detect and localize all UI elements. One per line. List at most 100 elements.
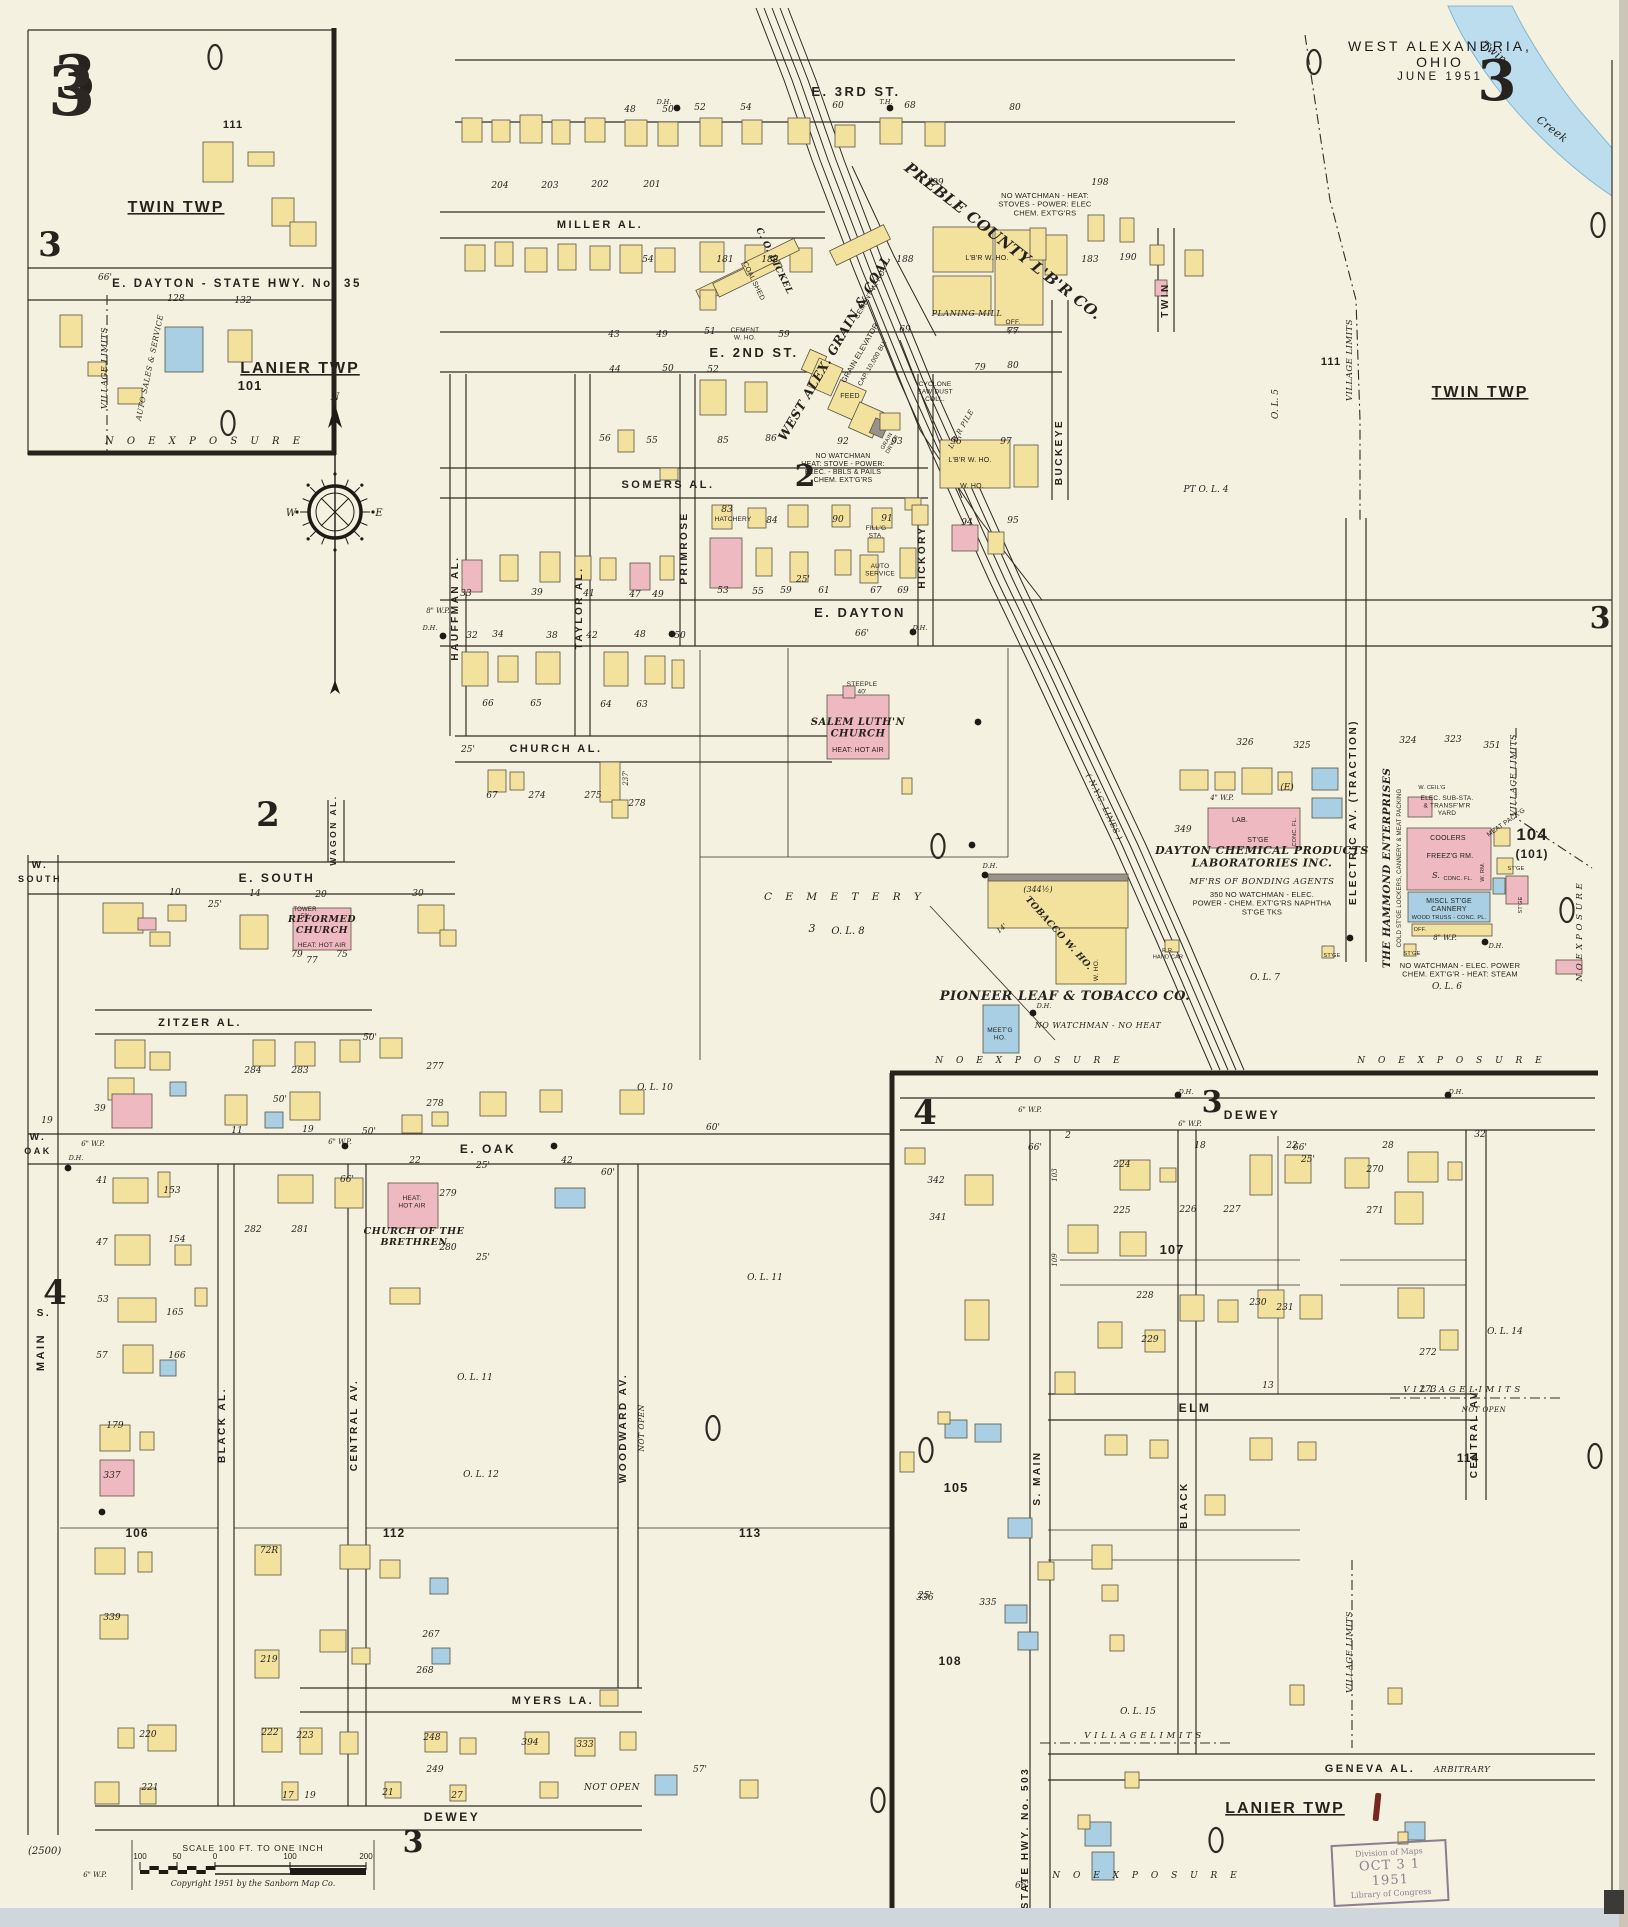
building (659, 555, 675, 581)
lot-number: 21 (381, 1788, 393, 1798)
map-label: STATE HWY. No. 503 (1020, 1767, 1031, 1909)
compass-spoke (309, 530, 317, 538)
scale-tick-label: 200 (359, 1852, 373, 1861)
library-of-congress-stamp: Division of Maps OCT 3 1 1951 Library of… (1330, 1839, 1450, 1907)
lot-number: 336 (916, 1593, 933, 1603)
lot-number: 25' (475, 1253, 490, 1263)
map-label: FREEZ'G RM. (1427, 853, 1474, 860)
lot-number: 52 (694, 103, 706, 113)
lot-number: 49 (651, 590, 664, 600)
compass-spoke (359, 521, 368, 526)
dh-dot (668, 630, 676, 638)
building (1311, 767, 1339, 791)
building (834, 549, 852, 576)
building (1154, 279, 1168, 297)
building (1299, 1294, 1323, 1320)
lot-number: 85 (717, 436, 729, 446)
map-label: ARBITRARY (1433, 1765, 1491, 1775)
map-label: S. (37, 1308, 51, 1319)
compass-outer-ring (307, 484, 363, 540)
building (319, 1629, 347, 1653)
title-block: WEST ALEXANDRIA, OHIO JUNE 1951 (1330, 38, 1550, 83)
scale-tick-label: 100 (283, 1852, 297, 1861)
building (1067, 1224, 1099, 1254)
zero-marker (705, 1414, 721, 1442)
building (292, 907, 352, 951)
lot-number: 282 (243, 1225, 261, 1235)
building (401, 1114, 423, 1134)
map-label: CENTRAL AV. (1469, 1386, 1480, 1479)
building (671, 659, 685, 689)
building (254, 1649, 280, 1679)
map-label: VILLAGE LIMITS (1509, 734, 1519, 816)
lot-number: 10 (169, 888, 181, 898)
map-label: CENTRAL AV. (349, 1379, 360, 1472)
lot-number: 42 (560, 1156, 573, 1166)
map-label: D.H. (1178, 1088, 1194, 1096)
building (599, 557, 617, 581)
lot-number: 66' (340, 1175, 354, 1185)
lot-number: 43 (607, 330, 620, 340)
dh-dot (886, 104, 894, 112)
compass-spoke (359, 498, 368, 503)
zero-marker (1587, 1442, 1603, 1470)
lot-number: 18 (1194, 1141, 1206, 1151)
lot-number: 274 (527, 791, 545, 801)
lot-number: 25' (795, 575, 810, 585)
building (164, 326, 204, 373)
lot-number: 50' (273, 1095, 287, 1105)
scale-tick-label: 100 (133, 1852, 147, 1861)
building (932, 275, 992, 315)
map-label: L'B'R W. HO. (948, 457, 991, 464)
lot-number: 53 (97, 1295, 109, 1305)
building (739, 1779, 759, 1799)
lot-number: 34 (492, 630, 504, 640)
lot-number: 231 (1275, 1303, 1293, 1313)
lot-number: 75 (336, 950, 348, 960)
lot-number: 221 (140, 1783, 158, 1793)
map-label: (344½) (1023, 885, 1052, 894)
building (619, 1089, 645, 1115)
lot-number: 57' (693, 1765, 707, 1775)
zero-marker (870, 1786, 886, 1814)
scale-checker (196, 1870, 206, 1874)
map-label: S. (1432, 871, 1440, 880)
building (487, 769, 507, 793)
lot-number: 283 (290, 1066, 308, 1076)
map-label: C E M E T E R Y (764, 891, 926, 903)
map-label: D.H. (982, 862, 998, 870)
compass-spoke (302, 498, 311, 503)
building (94, 1781, 120, 1805)
building (379, 1559, 401, 1579)
building (826, 694, 890, 760)
lot-number: 55 (752, 587, 764, 597)
lot-number: 60 (832, 101, 844, 111)
scan-edge-right (1619, 0, 1628, 1927)
lot-number: 67 (870, 586, 882, 596)
building (1204, 1494, 1226, 1516)
building (499, 554, 519, 582)
map-label: ELM (1179, 1401, 1212, 1415)
map-label: ST'GE (1518, 896, 1524, 913)
lot-number: 224 (1112, 1160, 1130, 1170)
map-label: E. OAK (460, 1142, 516, 1156)
lot-number: 77 (1007, 327, 1019, 337)
map-label: O. L. 10 (637, 1083, 673, 1093)
lot-number: 25' (460, 745, 475, 755)
lot-number: 278 (627, 799, 645, 809)
map-label: D.H. (422, 624, 438, 632)
zero-marker (220, 409, 236, 437)
building (1447, 1161, 1463, 1181)
map-label: VILLAGE LIMITS (100, 327, 110, 409)
map-label: WOODWARD AV. (618, 1373, 629, 1483)
building (1217, 1299, 1239, 1323)
map-label: D.H. (1448, 1088, 1464, 1096)
scale-checker (187, 1866, 197, 1870)
building (281, 1781, 299, 1801)
map-label: 114 (1457, 1451, 1479, 1465)
building (789, 247, 813, 273)
